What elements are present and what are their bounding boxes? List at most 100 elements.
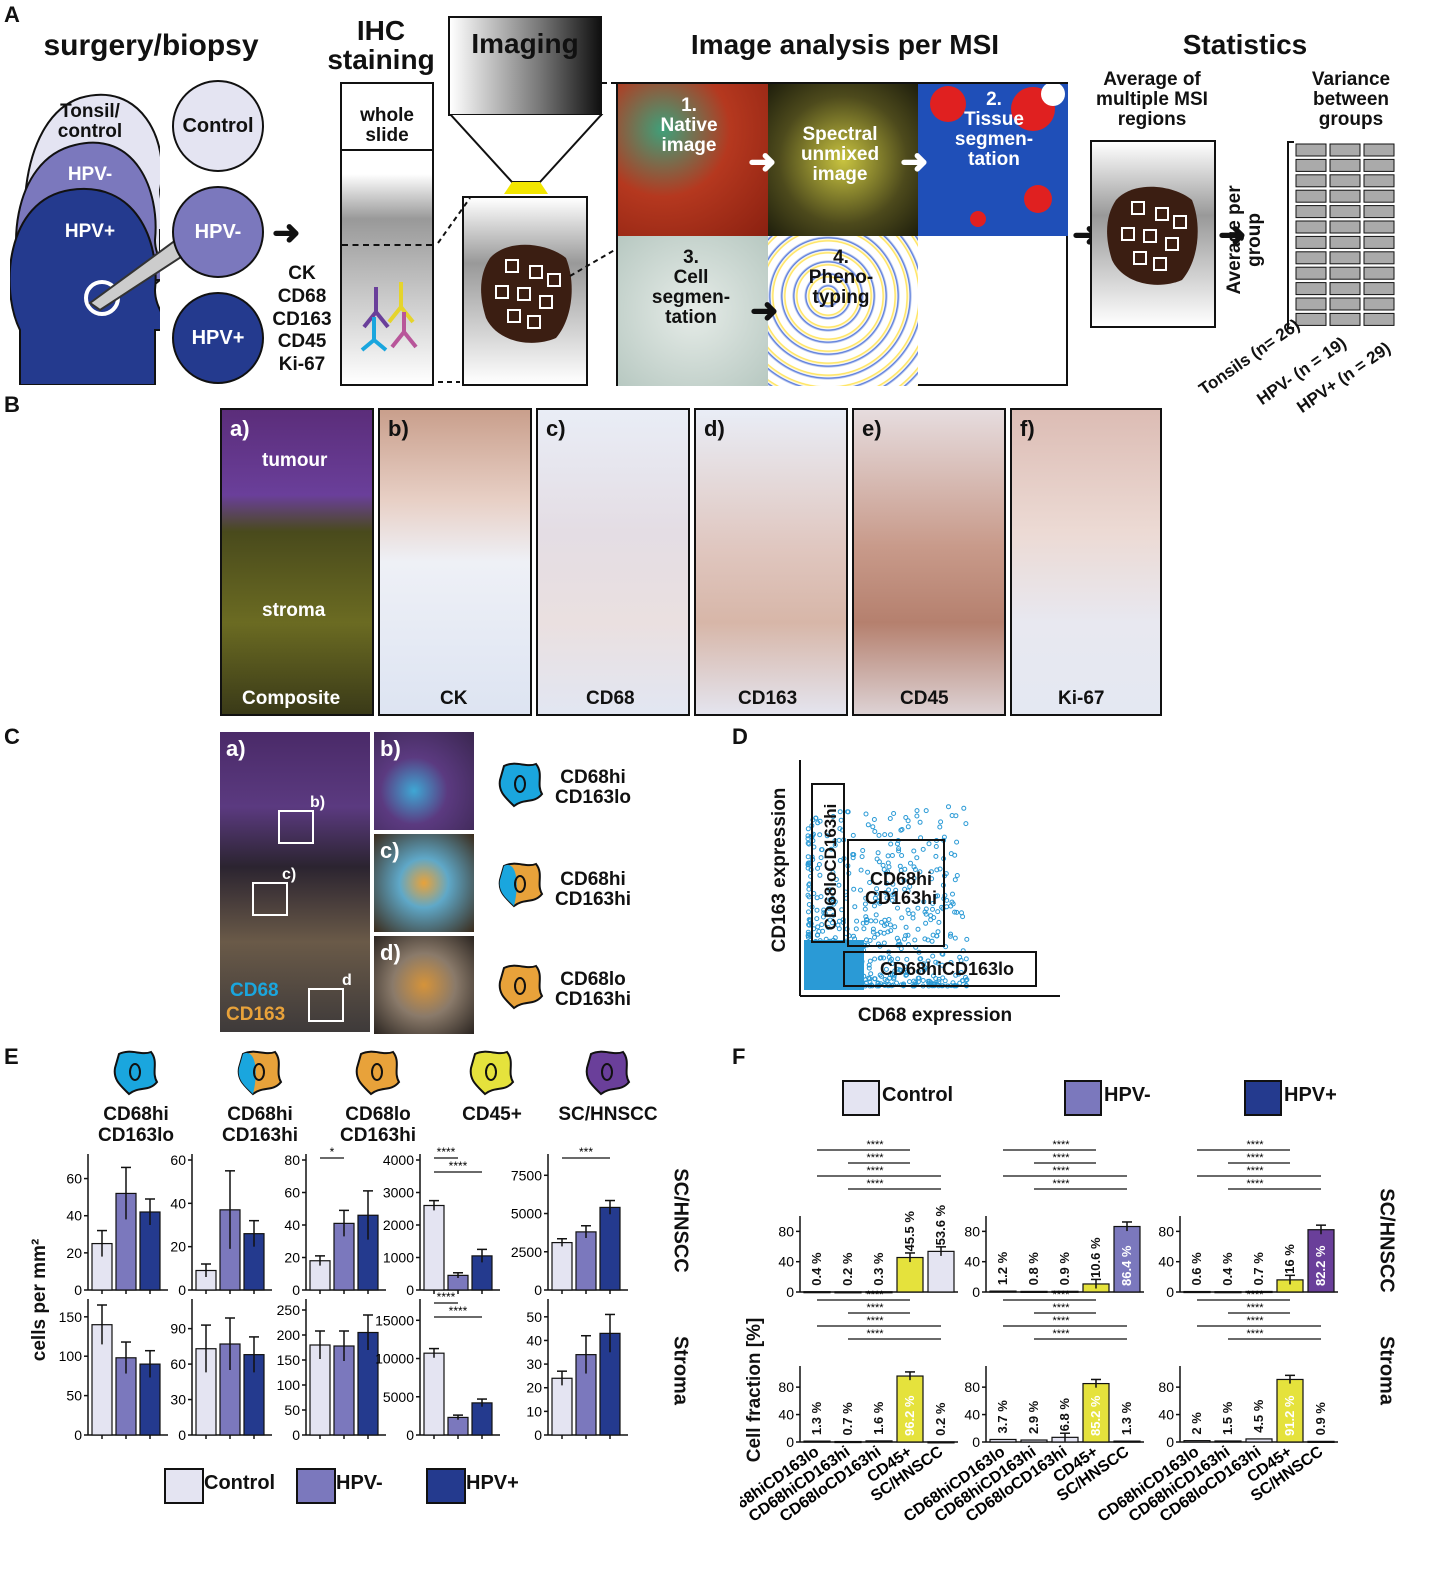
f-tick-label: 80: [964, 1223, 980, 1239]
e-column-header: SC/HNSCC: [548, 1050, 668, 1126]
panel-letter-b: B: [4, 392, 20, 417]
f-value-label: 6.8 %: [1057, 1398, 1072, 1432]
d-gate-1: [811, 783, 845, 943]
e-tick-label: 50: [284, 1402, 300, 1418]
d-scatter-point: [926, 841, 932, 847]
d-scatter-point: [836, 882, 842, 888]
d-scatter-point: [860, 848, 866, 853]
d-scatter-point: [827, 917, 833, 923]
d-scatter-point: [902, 964, 908, 970]
f-sig-stars: ****: [1246, 1165, 1264, 1177]
e-bar: [471, 1402, 493, 1436]
e-tick-label: 0: [292, 1282, 300, 1298]
e-tick-label: 50: [66, 1388, 82, 1404]
d-scatter-point: [910, 915, 916, 921]
f-value-label: 0.2 %: [933, 1402, 948, 1436]
c-cell-label-1a: CD68hi: [560, 767, 626, 788]
f-tick-label: 80: [1158, 1379, 1174, 1395]
f-value-label: 0.4 %: [809, 1252, 824, 1286]
f-sig-stars: ****: [1246, 1139, 1264, 1151]
e-row-label-2: Stroma: [669, 1336, 692, 1405]
f-legend-swatch-control: [842, 1080, 880, 1116]
d-scatter-point: [917, 956, 923, 962]
d-scatter-point: [884, 881, 890, 886]
cell-cd68lo-cd163hi-icon: [498, 964, 544, 1010]
average-group-label: Average per group: [1224, 160, 1265, 310]
f-sig-stars: ****: [1246, 1315, 1264, 1327]
analysis-frame: [616, 82, 1068, 386]
e-column-title: CD68lo: [345, 1104, 411, 1125]
d-scatter-point: [815, 924, 821, 930]
f-bar: [1020, 1290, 1048, 1293]
f-bar: [834, 1291, 862, 1294]
d-scatter-point: [828, 905, 834, 911]
c-roi-box-d: [308, 988, 344, 1022]
d-scatter-point: [907, 979, 912, 985]
f-bar: [865, 1291, 893, 1294]
e-column-title: CD45+: [462, 1104, 522, 1125]
mini-slide-icon: [1295, 205, 1327, 219]
f-row-label-2: Stroma: [1375, 1336, 1398, 1405]
f-tick-label: 0: [1166, 1434, 1174, 1450]
b-micro-cd45: e) CD45: [852, 408, 1006, 716]
f-sig-stars: ****: [1052, 1165, 1070, 1177]
d-scatter-point: [816, 862, 822, 867]
c-inset-c: c): [374, 834, 474, 932]
b-micro-cd68-id: c): [546, 416, 566, 441]
d-scatter-point: [858, 867, 864, 873]
d-scatter-point: [832, 935, 838, 941]
e-column-subtitle: CD163hi: [221, 1124, 299, 1146]
d-scatter-point: [814, 932, 820, 938]
tile-phenotype: [768, 236, 918, 386]
f-sig-stars: ****: [1052, 1302, 1070, 1314]
mini-slide-icon: [1329, 189, 1361, 203]
d-scatter-point: [875, 898, 881, 904]
d-scatter-point: [954, 873, 960, 878]
d-scatter-point: [868, 918, 874, 924]
e-tick-label: 40: [66, 1208, 82, 1224]
d-scatter-point: [903, 924, 909, 930]
e-tick-label: 2500: [511, 1244, 542, 1260]
d-scatter-point: [863, 914, 869, 920]
d-gate-3: [843, 951, 1037, 987]
e-column-title: SC/HNSCC: [558, 1104, 658, 1125]
head-label-control: Tonsil/ control: [57, 101, 123, 142]
d-scatter-point: [936, 976, 942, 982]
f-value-label: 53.6 %: [933, 1204, 948, 1245]
f-bar: [927, 1250, 955, 1293]
f-value-label: 0.7 %: [840, 1402, 855, 1436]
tile-label-4: 4. Pheno- typing: [808, 247, 874, 308]
d-scatter-point: [893, 887, 899, 893]
f-value-label: 1.3 %: [809, 1401, 824, 1435]
d-scatter-point: [884, 895, 890, 901]
f-value-label: 91.2 %: [1282, 1395, 1297, 1436]
d-scatter-point: [818, 855, 824, 861]
e-tick-label: 0: [534, 1427, 542, 1443]
imaging-title: Imaging: [471, 28, 579, 59]
f-sig-stars: ****: [1246, 1328, 1264, 1340]
f-sig-stars: ****: [866, 1302, 884, 1314]
d-scatter-point: [861, 926, 867, 932]
d-scatter-point: [830, 870, 836, 875]
d-scatter-point: [864, 917, 869, 923]
d-scatter-point: [881, 940, 887, 946]
d-scatter-point: [925, 958, 931, 964]
panel-letter-d: D: [732, 724, 748, 749]
tile-tissue: [918, 82, 1068, 236]
e-tick-label: 20: [284, 1250, 300, 1266]
d-scatter-point: [889, 956, 894, 962]
sample-circle-hpvpos: HPV+: [172, 292, 264, 384]
tile-label-3: 3. Cell segmen- tation: [651, 247, 731, 328]
f-row-label-1: SC/HNSCC: [1375, 1188, 1398, 1293]
b-micro-composite-tumour: tumour: [262, 450, 328, 471]
f-bar: [1307, 1229, 1335, 1293]
d-scatter-point: [952, 935, 958, 941]
f-value-label: 2 %: [1189, 1412, 1204, 1435]
mini-slide-icon: [1295, 235, 1327, 249]
d-scatter-point: [935, 929, 941, 935]
head-silhouettes: [10, 93, 160, 385]
average-slide: [1090, 140, 1216, 328]
f-sig-stars: ****: [866, 1139, 884, 1151]
tile-native: [618, 84, 768, 236]
